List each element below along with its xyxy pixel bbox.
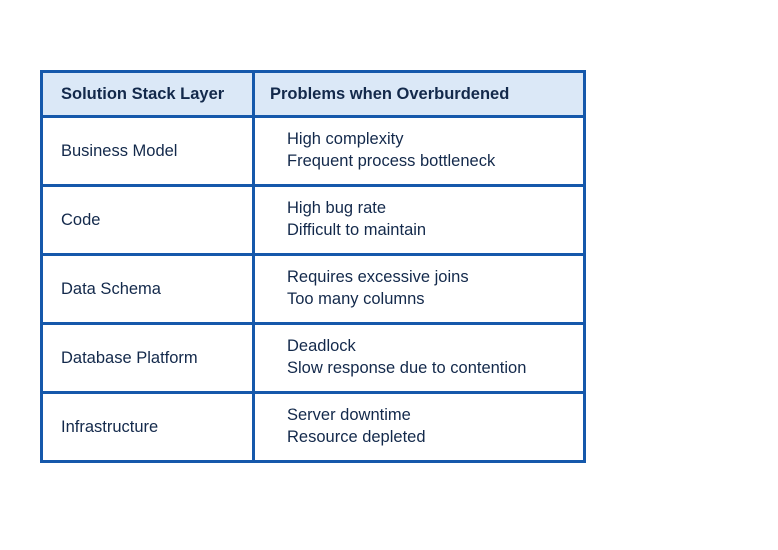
column-header-problems-when-overburdened: Problems when Overburdened [252,71,585,118]
problem-line: Too many columns [287,290,425,308]
problem-line: Slow response due to contention [287,359,527,377]
problem-line: Frequent process bottleneck [287,152,496,170]
cell-problems: Server downtime Resource depleted [252,391,585,462]
table-body: Business Model High complexity Frequent … [41,116,585,462]
cell-layer: Database Platform [41,322,254,393]
table-row: Code High bug rate Difficult to maintain [41,184,585,255]
problem-line: High bug rate [287,199,387,218]
cell-problems: High bug rate Difficult to maintain [252,184,585,255]
table-row: Infrastructure Server downtime Resource … [41,391,585,462]
problem-line: Requires excessive joins [287,268,469,287]
table-row: Data Schema Requires excessive joins Too… [41,253,585,324]
solution-stack-table: Solution Stack Layer Problems when Overb… [40,70,586,463]
table-header-row: Solution Stack Layer Problems when Overb… [41,71,585,118]
cell-layer: Code [41,184,254,255]
table-header: Solution Stack Layer Problems when Overb… [41,71,585,118]
cell-problems: High complexity Frequent process bottlen… [252,116,585,186]
problem-line: Resource depleted [287,428,426,446]
table-row: Database Platform Deadlock Slow response… [41,322,585,393]
problem-line: Difficult to maintain [287,221,427,239]
cell-layer: Infrastructure [41,391,254,462]
solution-stack-table-container: Solution Stack Layer Problems when Overb… [40,70,586,463]
cell-layer: Business Model [41,116,254,186]
table-row: Business Model High complexity Frequent … [41,116,585,186]
cell-problems: Deadlock Slow response due to contention [252,322,585,393]
problem-line: High complexity [287,130,404,149]
problem-line: Server downtime [287,406,411,425]
cell-layer: Data Schema [41,253,254,324]
problem-line: Deadlock [287,337,356,356]
column-header-solution-stack-layer: Solution Stack Layer [41,71,254,118]
cell-problems: Requires excessive joins Too many column… [252,253,585,324]
